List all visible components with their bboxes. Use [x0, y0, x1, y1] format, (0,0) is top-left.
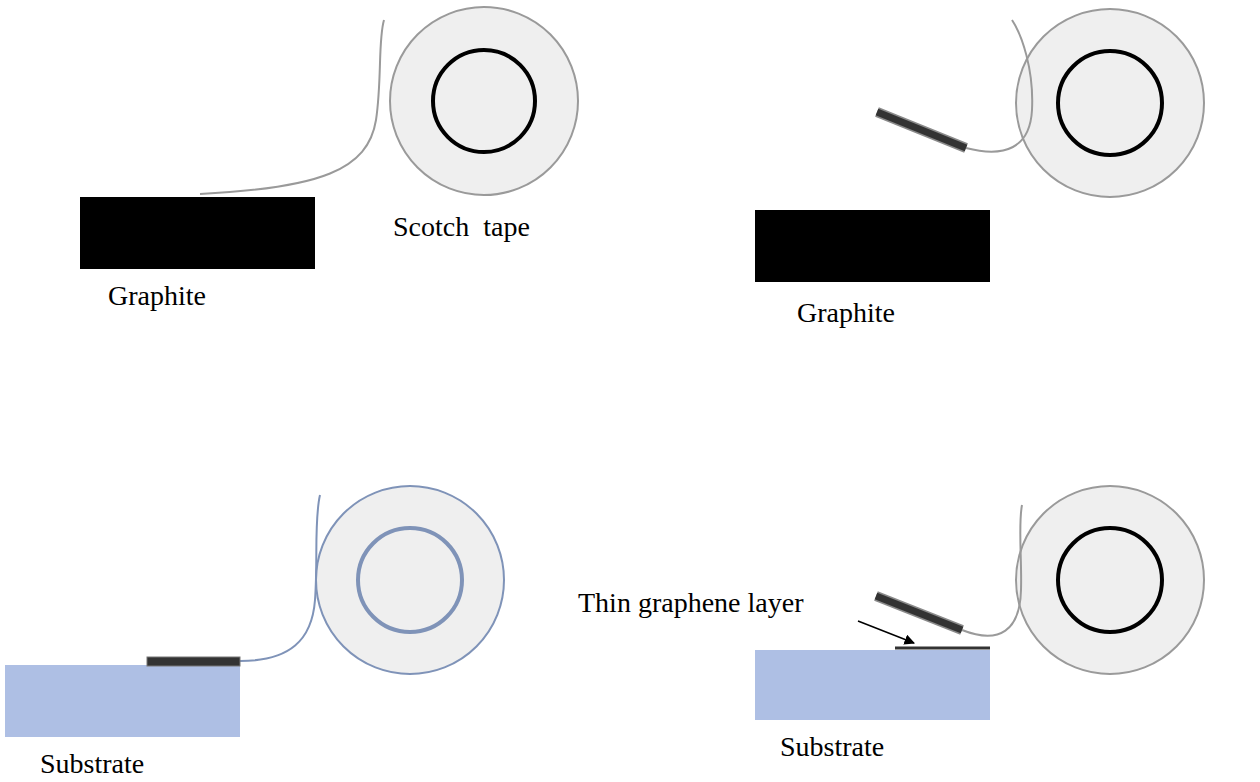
callout-label: Thin graphene layer: [578, 588, 803, 619]
tape-roll: [390, 7, 578, 195]
tape-strip: [240, 495, 320, 661]
substrate-block: Substrate: [755, 650, 990, 720]
graphite-flake: [147, 657, 240, 666]
leader-arrow: [858, 621, 914, 643]
tape-core: [1058, 528, 1162, 632]
tape-roll: [1016, 9, 1204, 197]
graphite-block: Graphite: [755, 210, 990, 282]
tape-core: [358, 528, 462, 632]
graphite-flake-outline: [876, 596, 962, 630]
node-label: Graphite: [108, 281, 206, 312]
node-label: Substrate: [780, 732, 884, 763]
graphite-flake: [876, 596, 962, 630]
tape-core: [433, 50, 535, 152]
graphite-flake-outline: [877, 112, 966, 148]
node-label: Graphite: [797, 298, 895, 329]
tape-strip: [962, 505, 1022, 636]
tape-core: [1058, 51, 1162, 155]
node-label: Scotch tape: [393, 212, 530, 243]
tape-strip: [200, 20, 384, 194]
graphite-block: Graphite: [80, 197, 315, 269]
tape-roll: Scotch tape: [389, 6, 579, 196]
graphene-layer: [895, 647, 990, 650]
tape-roll: [1016, 486, 1204, 674]
tape-strip: [966, 20, 1032, 152]
node-label: Substrate: [40, 749, 144, 780]
substrate-block: Substrate: [5, 665, 240, 737]
roll-outline: [389, 6, 579, 196]
tape-roll: [316, 486, 504, 674]
graphite-flake: [877, 112, 966, 148]
